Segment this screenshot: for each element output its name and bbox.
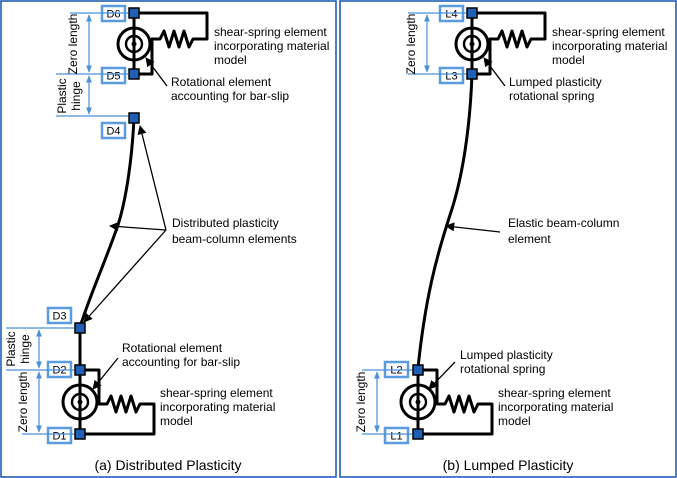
node-d4: [128, 112, 140, 124]
dim-plastic-hinge-a-top-1: Plastic: [55, 78, 69, 113]
annot-a-shear-bottom-3: model: [160, 414, 193, 428]
annot-b-shear-bottom-2: incorporating material: [498, 400, 613, 414]
panel-a-frame: [0, 0, 337, 478]
node-d5: [128, 68, 140, 80]
annot-a-rot-top-2: accounting for bar-slip: [171, 89, 289, 103]
annot-b-rot-bottom-2: rotational spring: [460, 362, 545, 376]
panel-a-top-dimensions: Zero length Plastic hinge: [55, 12, 128, 117]
annot-a-shear-top-3: model: [214, 53, 247, 67]
panel-a-bottom-dimensions: Plastic hinge Zero length: [4, 327, 74, 435]
panel-a-top-spring-assembly: [116, 11, 209, 76]
annot-a-rot-top-1: Rotational element: [171, 75, 272, 89]
annot-b-shear-top-2: incorporating material: [552, 39, 667, 53]
node-l3: [466, 68, 478, 80]
annot-b-shear-bottom-3: model: [498, 414, 531, 428]
dim-zero-length-b-top: Zero length: [404, 14, 418, 75]
caption-b: (b) Lumped Plasticity: [443, 457, 574, 473]
dim-plastic-hinge-a-bottom-2: hinge: [18, 334, 32, 364]
dim-plastic-hinge-a-top-2: hinge: [69, 81, 83, 111]
annot-b-middle-1: Elastic beam-column: [508, 216, 619, 230]
panel-b-top-spring-assembly: [454, 11, 547, 76]
label-d3: D3: [52, 311, 66, 323]
panel-b-elastic-member: [416, 73, 474, 369]
node-d6: [128, 7, 140, 19]
label-d4: D4: [106, 126, 120, 138]
label-l4: L4: [445, 9, 457, 21]
panel-b-annotations: shear-spring element incorporating mater…: [428, 25, 667, 428]
panel-a-bottom-spring-assembly: [61, 328, 156, 436]
annot-b-rot-top-2: rotational spring: [509, 89, 594, 103]
annot-a-middle-1: Distributed plasticity: [172, 216, 279, 230]
annot-a-rot-bottom-2: accounting for bar-slip: [122, 355, 240, 369]
annot-a-middle-2: beam-column elements: [172, 232, 297, 246]
panel-a-annotations: shear-spring element incorporating mater…: [83, 25, 329, 428]
dim-plastic-hinge-a-bottom-1: Plastic: [4, 331, 18, 366]
node-d3: [74, 322, 86, 334]
label-l1: L1: [390, 431, 402, 443]
annot-a-shear-top-1: shear-spring element: [214, 25, 327, 39]
dim-zero-length-a-top: Zero length: [66, 14, 80, 75]
node-l4: [466, 7, 478, 19]
label-d1: D1: [52, 431, 66, 443]
caption-a: (a) Distributed Plasticity: [94, 457, 241, 473]
annot-a-shear-top-2: incorporating material: [214, 39, 329, 53]
annot-b-rot-bottom-1: Lumped plasticity: [460, 348, 553, 362]
node-l1: [412, 428, 424, 440]
label-d6: D6: [106, 9, 120, 21]
panel-b-bottom-spring-assembly: [399, 368, 494, 436]
label-d5: D5: [106, 71, 120, 83]
node-d2: [74, 364, 86, 376]
annot-a-shear-bottom-2: incorporating material: [160, 400, 275, 414]
label-l3: L3: [445, 71, 457, 83]
annot-a-rot-bottom-1: Rotational element: [122, 341, 223, 355]
annot-b-middle-2: element: [508, 232, 551, 246]
panel-b-frame: [339, 0, 677, 478]
node-d1: [74, 428, 86, 440]
annot-b-shear-top-3: model: [552, 53, 585, 67]
node-l2: [412, 364, 424, 376]
dim-zero-length-b-bottom: Zero length: [354, 372, 368, 433]
annot-b-shear-top-1: shear-spring element: [552, 25, 665, 39]
annot-a-shear-bottom-1: shear-spring element: [160, 386, 273, 400]
panel-b-dimensions: Zero length Zero length: [354, 12, 466, 435]
dim-zero-length-a-bottom: Zero length: [16, 372, 30, 433]
annot-b-shear-bottom-1: shear-spring element: [498, 386, 611, 400]
annot-b-rot-top-1: Lumped plasticity: [509, 75, 602, 89]
